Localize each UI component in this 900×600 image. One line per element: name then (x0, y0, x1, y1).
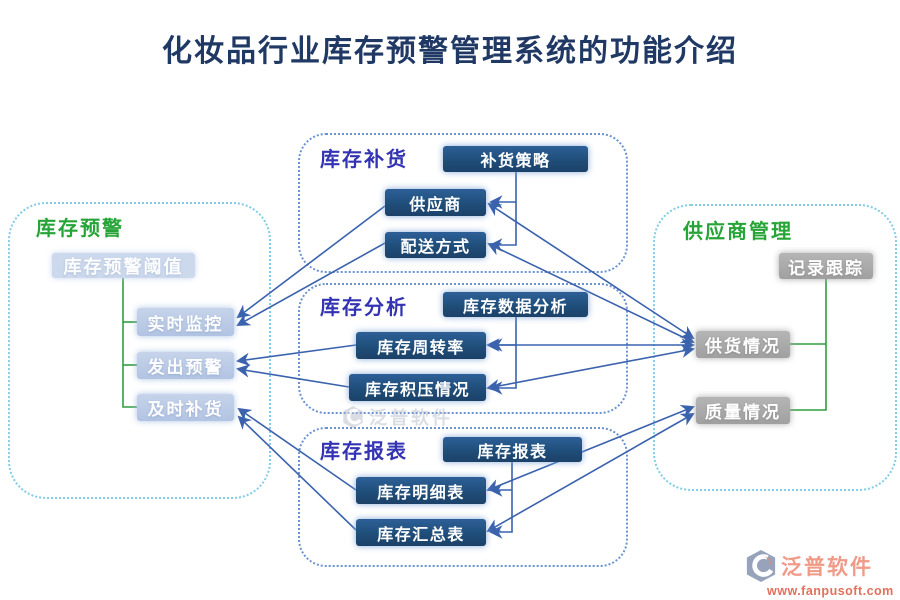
node-inventory-overstock: 库存积压情况 (349, 374, 486, 401)
node-timely-replenish: 及时补货 (137, 394, 234, 421)
fanpu-logo-icon (343, 406, 363, 428)
node-replenish-strategy: 补货策略 (443, 146, 588, 172)
node-supply-status: 供货情况 (696, 331, 790, 358)
edge-detail-replenish (237, 407, 357, 491)
edge-supplier-supplystatus (487, 202, 695, 340)
node-quality-status: 质量情况 (696, 397, 790, 424)
edge-summary-replenish (237, 415, 357, 531)
edge-summary-qualitystatus (486, 412, 695, 533)
edge-tracking-tree (790, 279, 827, 411)
node-inventory-summary-table: 库存汇总表 (356, 519, 486, 546)
node-inventory-turnover: 库存周转率 (356, 332, 486, 359)
edge-threshold-tree (122, 278, 137, 408)
title-inventory-replenishment: 库存补货 (320, 149, 408, 171)
title-inventory-warning: 库存预警 (36, 218, 124, 240)
node-supplier: 供应商 (385, 189, 486, 216)
watermark-brand: 泛普软件 (781, 556, 873, 579)
node-realtime-monitor: 实时监控 (137, 308, 234, 336)
node-inventory-data-analysis: 库存数据分析 (443, 292, 588, 317)
edge-supplier-monitor (236, 205, 386, 319)
edge-overstock-supplystatus (485, 344, 696, 393)
node-record-tracking: 记录跟踪 (779, 253, 873, 279)
group-inventory-warning (8, 202, 271, 499)
title-inventory-analysis: 库存分析 (320, 297, 408, 319)
title-inventory-report: 库存报表 (320, 441, 408, 463)
watermark-center-text: 泛普软件 (369, 408, 453, 428)
edge-overstock-alert (235, 364, 350, 388)
page-title: 化妆品行业库存预警管理系统的功能介绍 (162, 35, 738, 68)
edge-delivery-monitor (236, 242, 386, 326)
edge-dataanalysis-overstock (488, 317, 517, 395)
edge-turnover-alert (235, 344, 357, 367)
node-delivery-method: 配送方式 (385, 232, 486, 258)
node-inventory-detail-table: 库存明细表 (356, 477, 486, 504)
watermark-center: 泛普软件 (342, 404, 453, 430)
node-send-alert: 发出预警 (137, 352, 234, 379)
edge-delivery-supplystatus (487, 242, 695, 344)
fanpu-logo-icon (746, 550, 776, 582)
node-inventory-report: 库存报表 (443, 437, 582, 462)
node-warning-threshold: 库存预警阈值 (52, 253, 195, 278)
title-supplier-management: 供应商管理 (683, 221, 793, 243)
watermark-url: www.fanpusoft.com (767, 584, 894, 598)
edge-report-summary (488, 462, 513, 539)
watermark-footer: 泛普软件 www.fanpusoft.com (745, 549, 895, 598)
